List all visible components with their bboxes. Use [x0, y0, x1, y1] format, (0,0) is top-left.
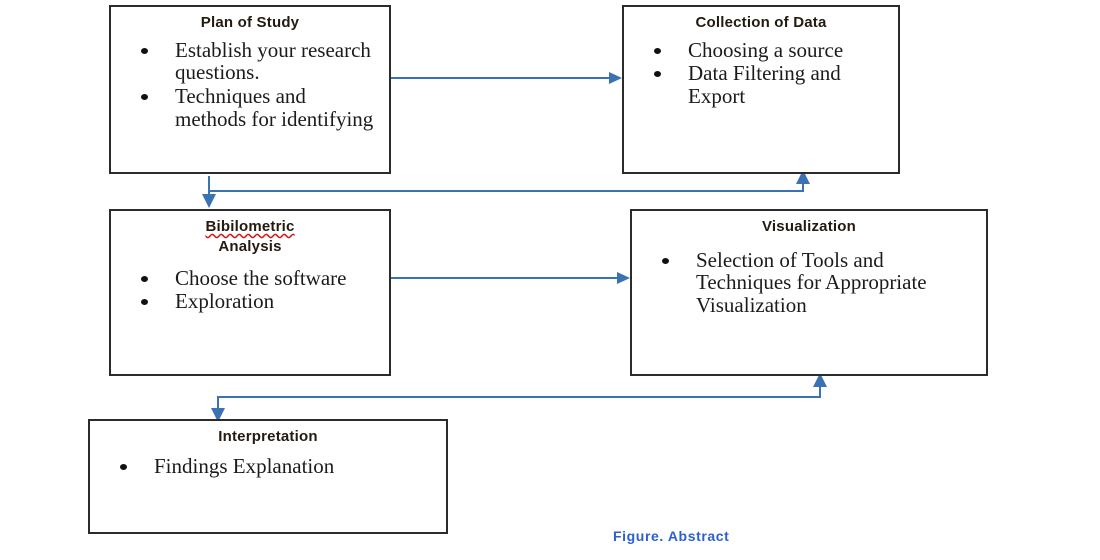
list-item: Techniques and methods for identifying — [139, 85, 379, 130]
node-bibilometric-analysis-title-line-1: Bibilometric — [205, 218, 295, 235]
list-item: Selection of Tools and Techniques for Ap… — [660, 248, 964, 317]
list-item: Choose the software — [139, 266, 379, 290]
list-item: Exploration — [139, 290, 379, 313]
edge-plan-to-collection-arrowhead — [609, 72, 622, 84]
edge-visualization-to-interpretation-line — [217, 396, 821, 398]
list-item: Data Filtering and Export — [652, 62, 888, 108]
edge-collection-to-bibilometric-line — [208, 190, 804, 192]
edge-visualization-to-interpretation-arrowhead-up — [813, 373, 827, 387]
edge-bibilometric-to-visualization-arrowhead — [617, 272, 630, 284]
node-bibilometric-analysis[interactable]: Bibilometric Analysis Choose the softwar… — [109, 209, 391, 376]
node-plan-of-study-title: Plan of Study — [200, 14, 300, 31]
node-visualization-title: Visualization — [761, 218, 856, 235]
edge-visualization-to-interpretation-drop — [217, 396, 219, 414]
node-collection-of-data-title: Collection of Data — [695, 14, 827, 31]
node-visualization-bullets: Selection of Tools and Techniques for Ap… — [632, 248, 986, 317]
node-bibilometric-analysis-title-line-2: Analysis — [218, 237, 282, 255]
edge-collection-to-bibilometric-stub — [802, 182, 804, 192]
edge-plan-to-collection-line — [391, 77, 613, 79]
figure-caption: Figure. Abstract — [613, 528, 730, 544]
edge-bibilometric-to-visualization-line — [391, 277, 621, 279]
node-visualization[interactable]: Visualization Selection of Tools and Tec… — [630, 209, 988, 376]
node-interpretation-bullets: Findings Explanation — [90, 455, 446, 478]
node-bibilometric-analysis-bullets: Choose the software Exploration — [111, 266, 389, 313]
list-item: Choosing a source — [652, 39, 888, 62]
edge-visualization-to-interpretation-arrowhead-down — [211, 408, 225, 422]
node-interpretation-title: Interpretation — [218, 428, 318, 445]
node-interpretation[interactable]: Interpretation Findings Explanation — [88, 419, 448, 534]
edge-collection-to-bibilometric-drop — [208, 176, 210, 198]
node-collection-of-data[interactable]: Collection of Data Choosing a source Dat… — [622, 5, 900, 174]
list-item: Findings Explanation — [118, 455, 436, 478]
edge-collection-to-bibilometric-arrowhead-down — [202, 194, 216, 208]
edge-visualization-to-interpretation-stub — [819, 385, 821, 398]
node-collection-of-data-bullets: Choosing a source Data Filtering and Exp… — [624, 39, 898, 108]
node-plan-of-study[interactable]: Plan of Study Establish your research qu… — [109, 5, 391, 174]
list-item: Establish your research questions. — [139, 38, 379, 84]
node-plan-of-study-bullets: Establish your research questions. Techn… — [111, 38, 389, 131]
